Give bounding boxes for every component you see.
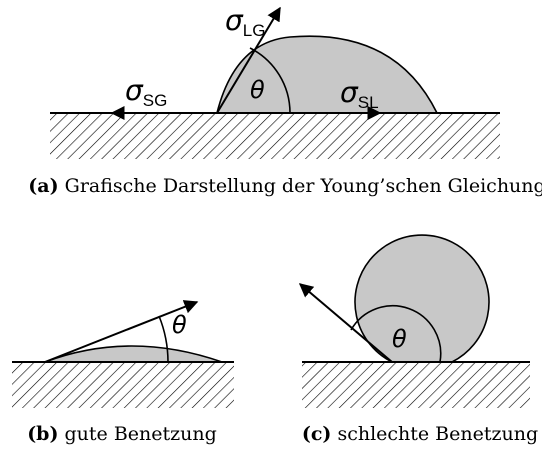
label-theta-a: θ (250, 76, 265, 104)
arrow-surface-tension-b (44, 300, 199, 363)
droplet-a (215, 35, 439, 114)
angle-arc-c (350, 304, 442, 363)
droplet-c (354, 234, 490, 363)
arrow-sigma-lg (216, 6, 281, 114)
angle-arc-a (249, 47, 291, 114)
angle-arc-b (158, 315, 169, 363)
droplet-b (44, 345, 223, 363)
arrow-surface-tension-c (298, 283, 393, 363)
substrate-a (50, 113, 500, 159)
substrate-c (302, 362, 530, 408)
label-theta-c: θ (392, 325, 407, 353)
label-sigma-lg: σLG (225, 4, 265, 40)
label-sigma-sl: σSL (340, 76, 379, 112)
label-theta-b: θ (172, 311, 187, 339)
panel-b: θ (b) gute Benetzung (12, 300, 234, 445)
label-sigma-sg: σSG (125, 74, 167, 110)
caption-c: (c) schlechte Benetzung (302, 423, 538, 445)
caption-b: (b) gute Benetzung (27, 423, 217, 445)
panel-a: σLG σSG σSL θ (a) Grafische Darstellung … (28, 4, 542, 197)
substrate-b (12, 362, 234, 408)
panel-c: θ (c) schlechte Benetzung (298, 234, 538, 445)
caption-a: (a) Grafische Darstellung der Young’sche… (28, 175, 542, 197)
